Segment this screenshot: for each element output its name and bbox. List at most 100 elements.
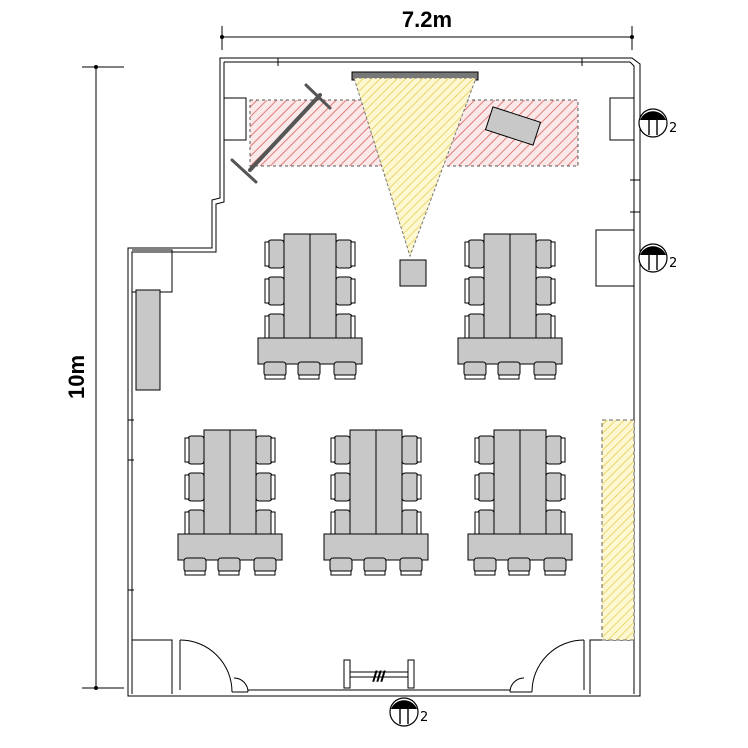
- chair[interactable]: [217, 557, 241, 573]
- chair[interactable]: [263, 361, 287, 377]
- outlet-right-upper[interactable]: 2: [638, 108, 677, 138]
- height-label: 10m: [64, 355, 89, 399]
- door-mark: ///: [373, 669, 386, 683]
- chair[interactable]: [467, 276, 485, 306]
- outlet-right-middle[interactable]: 2: [638, 243, 677, 273]
- chair-back: [474, 437, 480, 463]
- chair-back: [550, 278, 556, 304]
- chair-back: [508, 570, 530, 576]
- room-walls: [127, 57, 641, 697]
- portable-screen[interactable]: [230, 83, 332, 184]
- chair-back: [270, 474, 276, 500]
- chair[interactable]: [477, 435, 495, 465]
- chair[interactable]: [335, 276, 353, 306]
- outlet-icon: [638, 108, 668, 138]
- chair[interactable]: [333, 435, 351, 465]
- head-desk: [457, 337, 563, 365]
- chair[interactable]: [533, 361, 557, 377]
- outlet-count: 2: [669, 121, 677, 136]
- chair-back: [298, 374, 320, 380]
- chair-back: [474, 511, 480, 537]
- chair[interactable]: [187, 472, 205, 502]
- chair[interactable]: [335, 239, 353, 269]
- chair-back: [464, 374, 486, 380]
- chair-back: [264, 374, 286, 380]
- chair[interactable]: [497, 361, 521, 377]
- podium[interactable]: [484, 106, 542, 146]
- chair-back: [184, 511, 190, 537]
- chair-back: [330, 437, 336, 463]
- chair-back: [416, 437, 422, 463]
- chair[interactable]: [535, 239, 553, 269]
- chair-back: [264, 278, 270, 304]
- table-island: [467, 429, 573, 576]
- chair-back: [498, 374, 520, 380]
- chair[interactable]: [255, 472, 273, 502]
- chair[interactable]: [545, 472, 563, 502]
- desk: [483, 233, 511, 339]
- desk: [509, 233, 537, 339]
- chair-back: [184, 437, 190, 463]
- chair[interactable]: [401, 472, 419, 502]
- desk: [349, 429, 377, 535]
- chair[interactable]: [183, 557, 207, 573]
- table-island: [323, 429, 429, 576]
- desk: [229, 429, 257, 535]
- chair[interactable]: [463, 361, 487, 377]
- storage-zone: [601, 419, 635, 641]
- desk: [493, 429, 521, 535]
- chair[interactable]: [333, 472, 351, 502]
- chair-back: [184, 570, 206, 576]
- width-dimension: 7.2m: [220, 7, 634, 50]
- outlet-count: 2: [420, 710, 428, 725]
- chair[interactable]: [535, 276, 553, 306]
- desk: [309, 233, 337, 339]
- chair-back: [218, 570, 240, 576]
- chair-back: [550, 241, 556, 267]
- desk: [375, 429, 403, 535]
- projector-beam: [353, 77, 477, 258]
- chair[interactable]: [545, 435, 563, 465]
- outlet-icon: [638, 243, 668, 273]
- chair[interactable]: [255, 435, 273, 465]
- entrance-door-right[interactable]: [248, 639, 585, 693]
- chair-back: [330, 511, 336, 537]
- chair[interactable]: [333, 361, 357, 377]
- chair-back: [254, 570, 276, 576]
- chair-back: [550, 315, 556, 341]
- table-islands: [177, 233, 573, 576]
- chair[interactable]: [363, 557, 387, 573]
- chair-back: [330, 570, 352, 576]
- chair-back: [264, 315, 270, 341]
- chair[interactable]: [187, 435, 205, 465]
- chair[interactable]: [467, 239, 485, 269]
- chair-back: [400, 570, 422, 576]
- head-desk: [323, 533, 429, 561]
- chair-back: [270, 511, 276, 537]
- desk: [283, 233, 311, 339]
- chair-back: [560, 511, 566, 537]
- outlet-bottom-door[interactable]: 2: [389, 697, 428, 727]
- chair[interactable]: [401, 435, 419, 465]
- chair[interactable]: [507, 557, 531, 573]
- outlet-count: 2: [669, 256, 677, 271]
- chair[interactable]: [399, 557, 423, 573]
- chair[interactable]: [473, 557, 497, 573]
- chair[interactable]: [477, 472, 495, 502]
- chair-back: [464, 315, 470, 341]
- projector[interactable]: [399, 259, 427, 287]
- chair[interactable]: [297, 361, 321, 377]
- chair[interactable]: [253, 557, 277, 573]
- entrance-door-left[interactable]: [179, 639, 249, 693]
- chair-back: [560, 474, 566, 500]
- chair[interactable]: [267, 276, 285, 306]
- chair-back: [416, 511, 422, 537]
- chair-back: [334, 374, 356, 380]
- chair[interactable]: [267, 239, 285, 269]
- chair-back: [330, 474, 336, 500]
- chair-back: [350, 278, 356, 304]
- table-island: [177, 429, 283, 576]
- chair[interactable]: [329, 557, 353, 573]
- chair[interactable]: [543, 557, 567, 573]
